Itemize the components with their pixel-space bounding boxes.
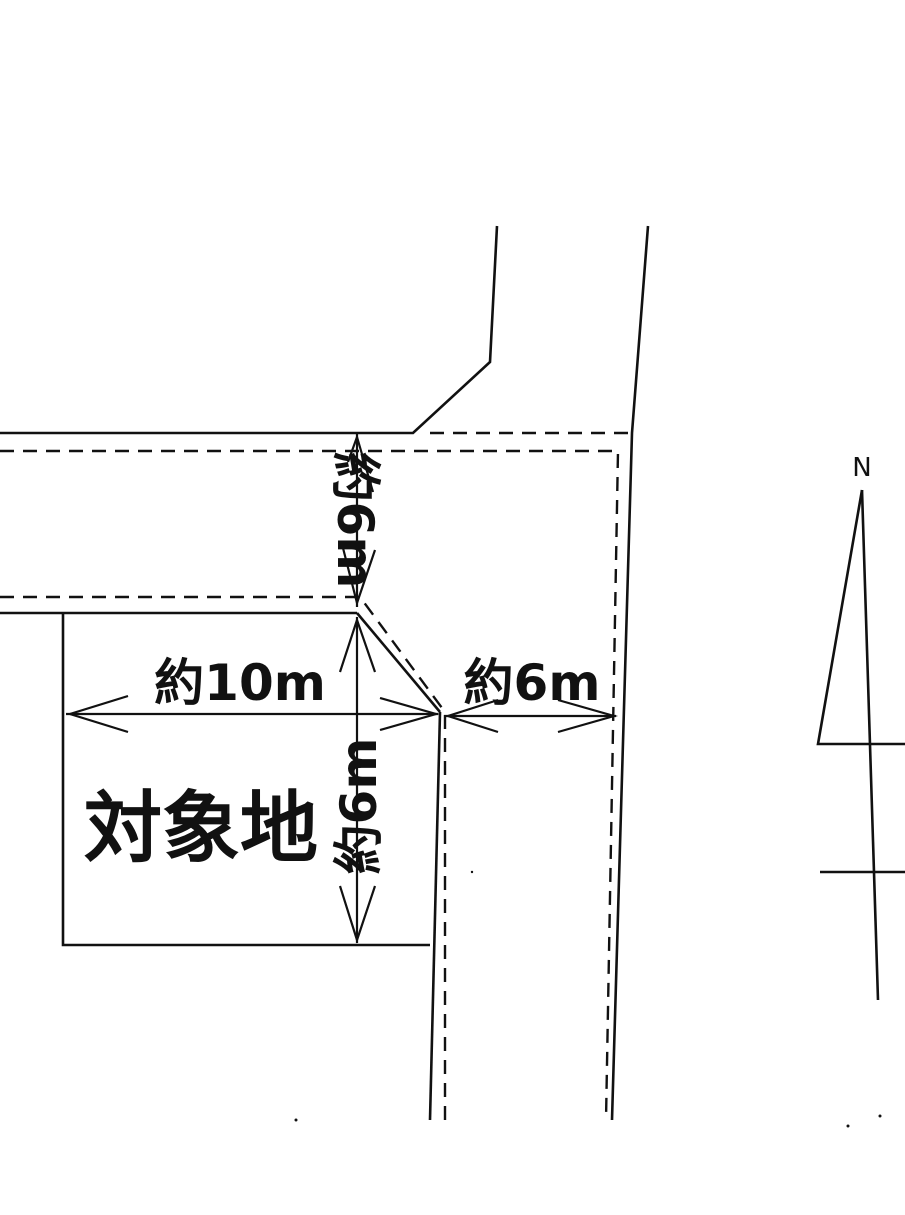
site-width-label: 約10m — [154, 654, 326, 712]
site-name-label: 対象地 — [84, 784, 318, 874]
road-edges — [0, 225, 650, 1121]
north-letter: N — [852, 453, 871, 483]
east-road-width-label: 約6m — [464, 654, 601, 712]
corner-cut-line — [356, 612, 441, 713]
dimension-east-road-width — [444, 698, 619, 734]
north-road-dashed-upper — [0, 449, 620, 1121]
dimension-site-depth — [338, 616, 377, 944]
east-road-outer-edge — [610, 225, 650, 1121]
setback-lines — [0, 431, 630, 1121]
dimension-north-road-width — [341, 433, 377, 607]
dimension-site-width — [66, 694, 441, 734]
site-boundary — [61, 613, 430, 947]
north-arrow-icon: N — [816, 453, 905, 1001]
north-road-width-label: 約6m — [326, 452, 384, 589]
site-outline — [61, 613, 430, 947]
east-road-inner-edge — [428, 711, 442, 1121]
scan-specks — [294, 870, 882, 1128]
north-road-upper-edge — [0, 225, 499, 435]
site-depth-label: 約6m — [330, 738, 388, 875]
